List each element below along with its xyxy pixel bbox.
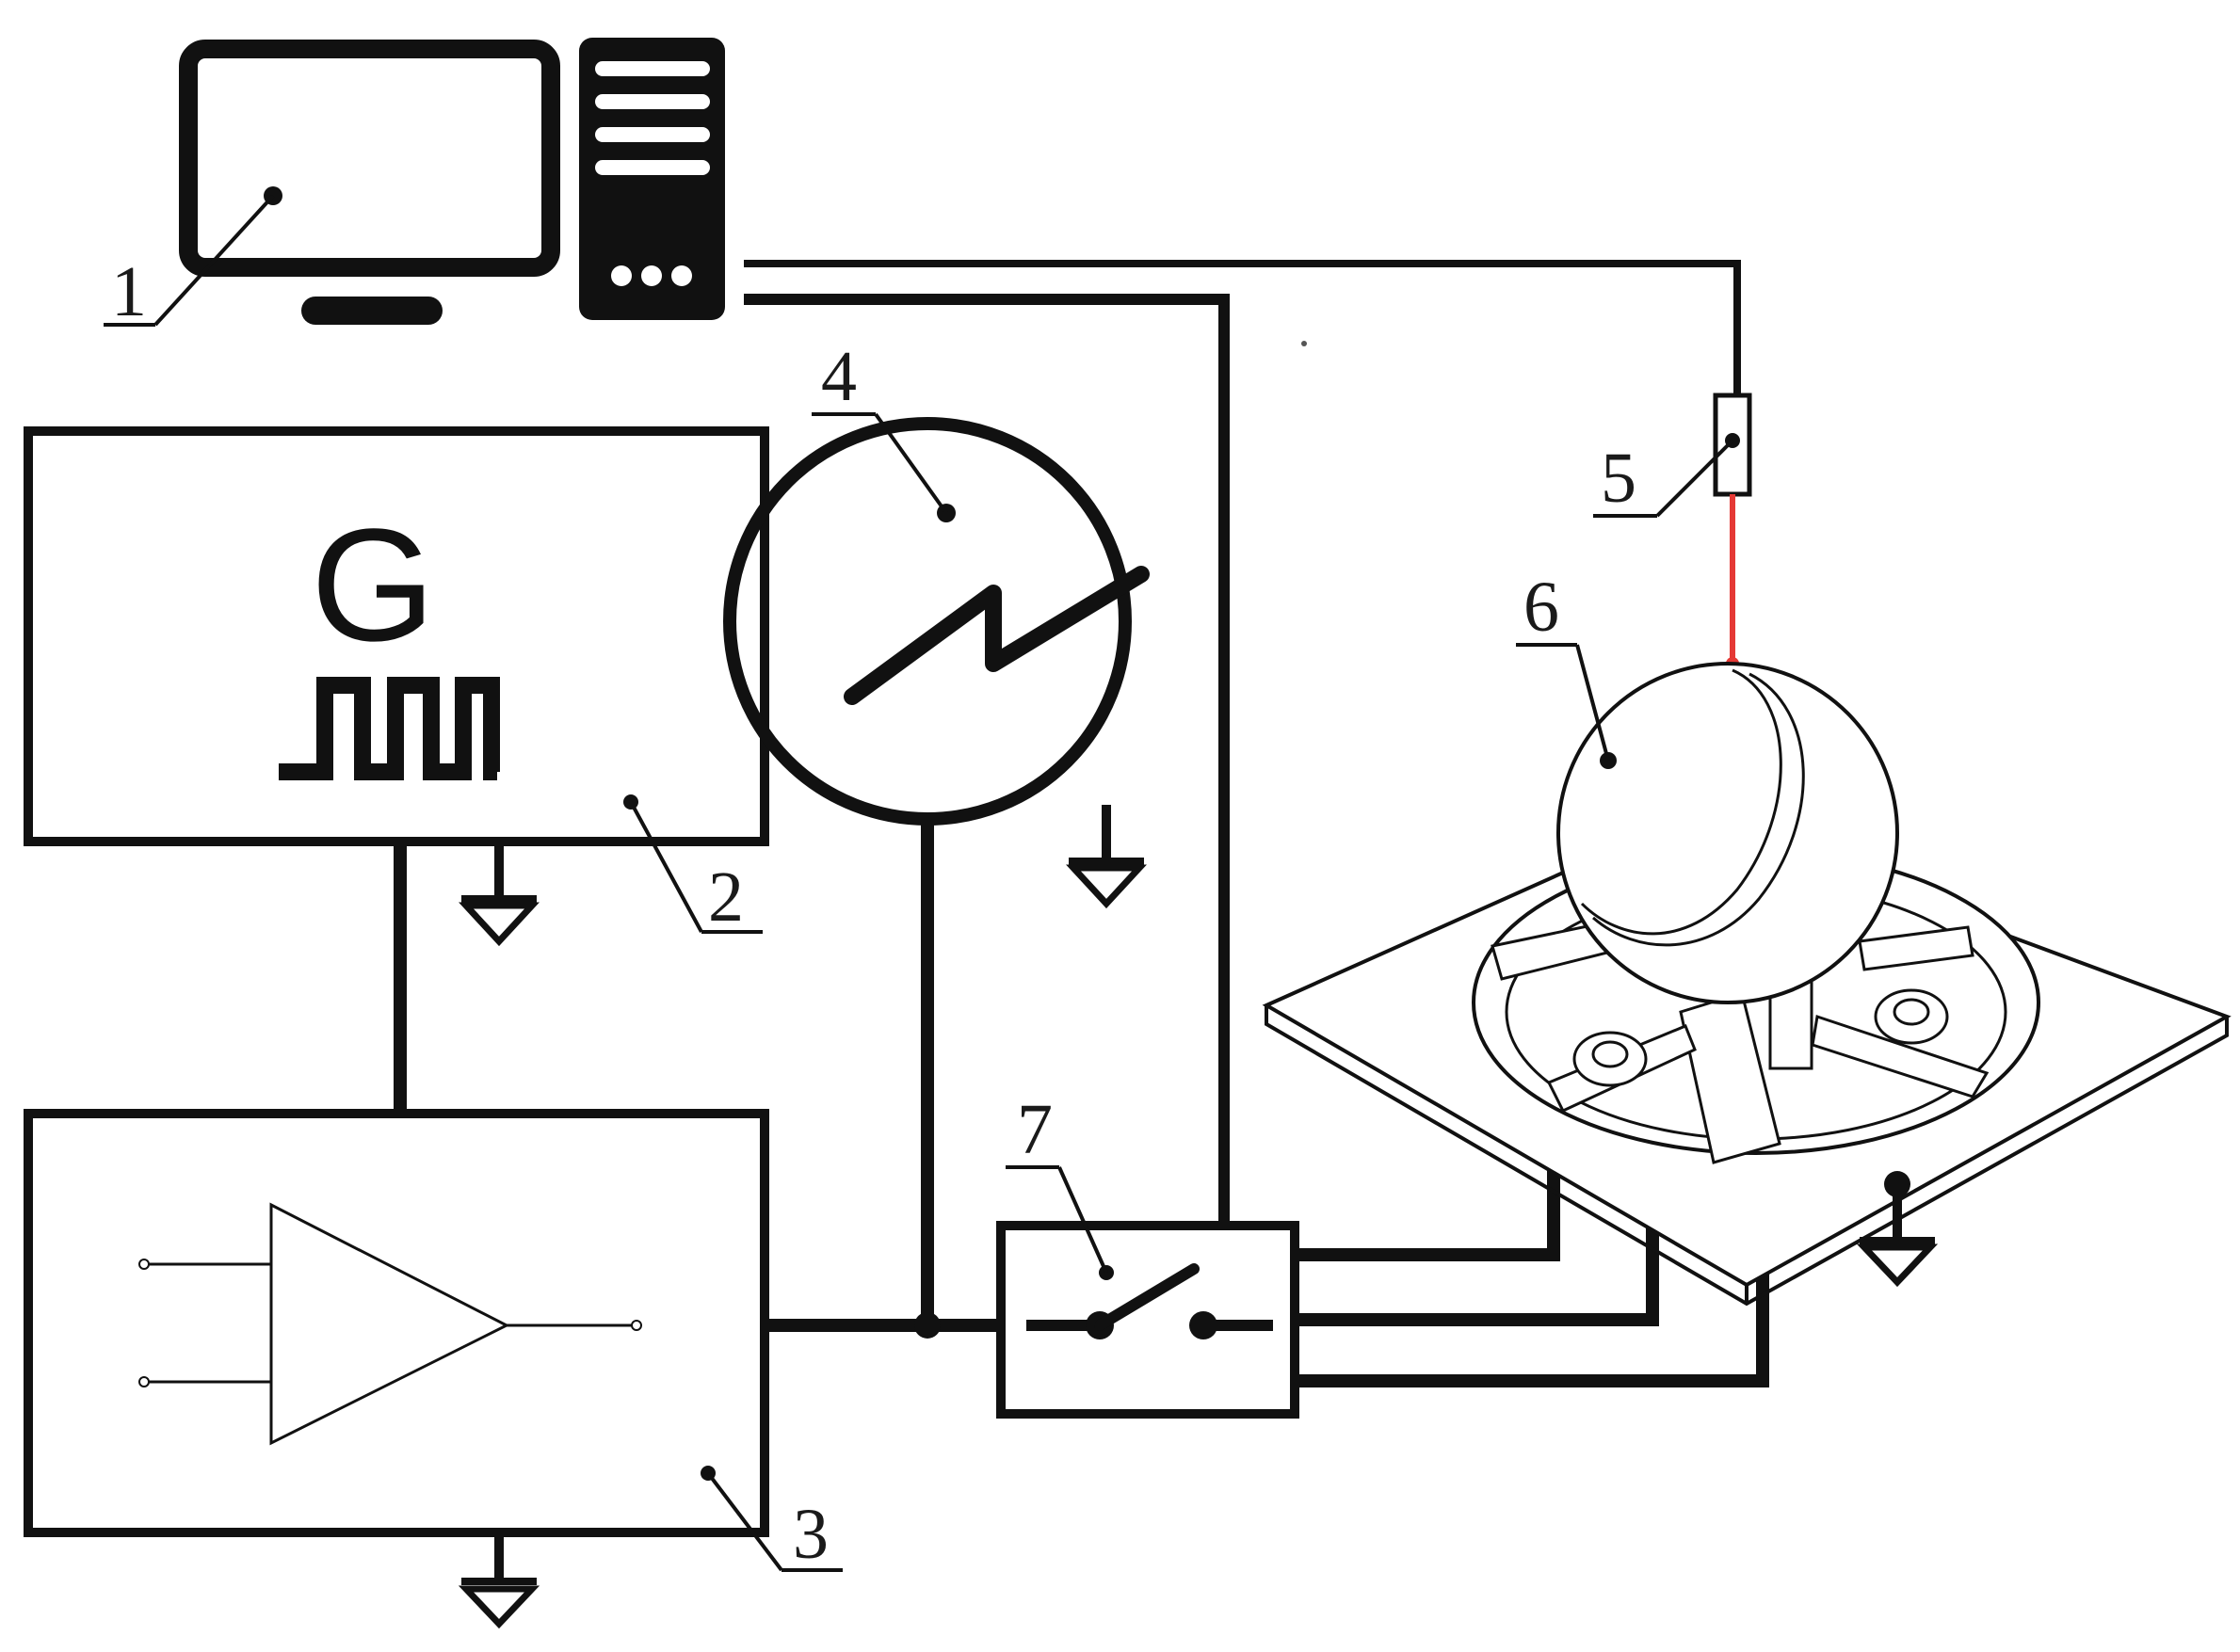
sphere-device: 6 (1262, 568, 2232, 1307)
callout-6: 6 (1523, 568, 1559, 647)
sphere (1556, 662, 1899, 1004)
callout-2: 2 (708, 858, 744, 937)
screw-clamp (1572, 1031, 1648, 1087)
callout-3: 3 (793, 1495, 829, 1574)
amplifier: 3 (24, 1109, 843, 1629)
amplifier-triangle-icon (269, 1202, 510, 1446)
stray-dot (1301, 341, 1307, 346)
computer-to-switch-line (744, 294, 1230, 1226)
ground-icon (458, 1532, 540, 1629)
ground-icon (1856, 1171, 1939, 1288)
pulse-wave-icon (279, 677, 500, 780)
callout-1: 1 (111, 252, 147, 331)
generator-symbol: G (311, 496, 435, 675)
screw-clamp (1874, 988, 1949, 1045)
laser-sensor: 5 (1593, 393, 1752, 670)
monitor-icon: 1 (104, 40, 560, 331)
computer-to-sensor-line (744, 260, 1741, 395)
signal-generator: G 2 (24, 426, 769, 947)
sawtooth-source: 4 (723, 337, 1150, 1325)
computer: 1 (104, 38, 725, 331)
switch: 7 (996, 1090, 1299, 1419)
callout-4: 4 (821, 337, 857, 416)
callout-7: 7 (1017, 1090, 1053, 1169)
ground-icon (1066, 805, 1147, 909)
sawtooth-wave-icon (844, 566, 1150, 705)
callout-5: 5 (1601, 439, 1636, 518)
pc-tower-icon (579, 38, 725, 320)
ground-icon (459, 842, 540, 947)
